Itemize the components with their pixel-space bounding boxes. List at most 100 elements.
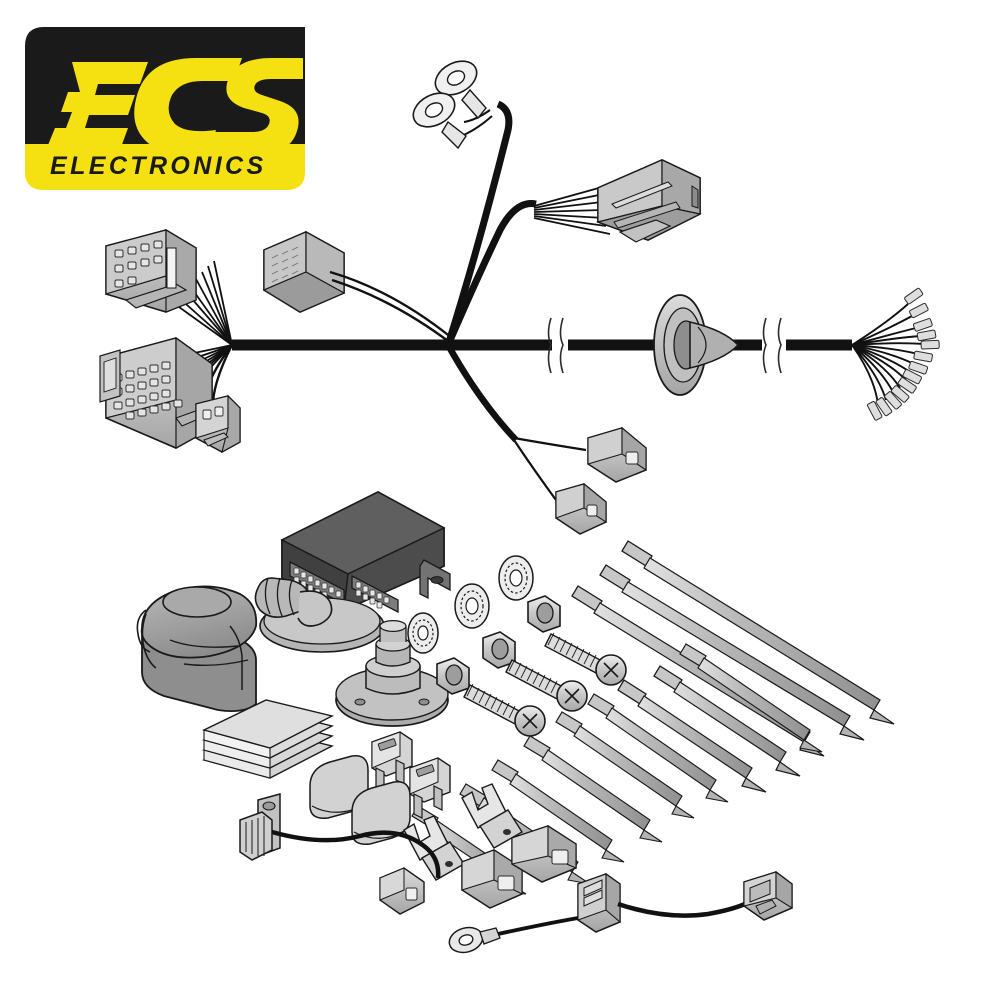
earth-lead-cable — [497, 916, 579, 936]
bolt-3-philips-slot — [522, 713, 538, 729]
connector-small-left-pins — [202, 406, 224, 420]
parts-group — [136, 490, 895, 954]
lock-nut-3-bore — [445, 664, 463, 686]
plug-lower-b — [555, 482, 607, 535]
ecu-connector-b — [351, 574, 399, 614]
lock-nut-1 — [527, 595, 561, 633]
connector-upper-left-pins — [114, 240, 163, 288]
cable-tie-short-2-strap — [573, 725, 683, 807]
part-socket-housing — [136, 585, 258, 713]
socket-housing-hinge-outer — [136, 609, 151, 653]
part-serrated-washers — [407, 555, 534, 654]
blade-fuse-2-window — [415, 764, 435, 777]
connector-lower-left-pins — [113, 361, 183, 420]
bolt-2-philips-slot — [564, 688, 580, 704]
fuse-holder-lead-cable — [271, 829, 441, 879]
serrated-washer-1-teeth — [504, 562, 528, 594]
connector-housing-b — [511, 824, 577, 883]
lower-branch-wire-b — [513, 439, 557, 501]
blade-fuse-2-blade-b — [433, 785, 443, 811]
serrated-washer-1-hole — [509, 569, 523, 587]
socket-housing-seam-right — [229, 625, 243, 690]
grommet-cone-rib — [697, 326, 707, 364]
part-bolts — [463, 632, 627, 737]
manual-cover — [202, 699, 334, 749]
bolt-2-thread-lines — [508, 658, 558, 694]
earth-lead-ring-hole — [458, 934, 474, 946]
connector-housing-b-cavity — [551, 849, 569, 865]
socket-base-hole-left — [354, 698, 366, 706]
lead-plug-small-top — [379, 867, 405, 901]
cable-tie-long-2 — [599, 564, 865, 741]
connector-small-left-latch — [203, 432, 229, 447]
cable-tie-short-6-tip — [799, 739, 823, 753]
connector-lower-left — [99, 336, 213, 450]
ecu-bracket-hole — [430, 576, 444, 584]
branch-lower — [445, 343, 647, 535]
earth-lead-barrel — [479, 927, 501, 945]
plug-lower-a-cavity — [625, 451, 639, 465]
serrated-washer-2-hole — [465, 597, 479, 615]
lock-nut-1-bore — [536, 602, 554, 624]
socket-base-hole-right — [418, 698, 430, 706]
branch-ring — [412, 60, 513, 347]
serrated-washer-2-teeth — [460, 590, 484, 622]
cable-tie-short-1 — [587, 693, 729, 803]
bolt-1-thread-lines — [547, 632, 597, 668]
socket-housing-seam-low — [183, 659, 249, 667]
rubber-boot-ribs — [264, 577, 295, 617]
lead-plug-small-cavity — [405, 887, 418, 901]
ring-wire-a — [463, 109, 491, 123]
adapter-plug-left — [577, 872, 621, 933]
cable-tie-short-2 — [555, 711, 695, 819]
logo-letter-e — [46, 62, 148, 150]
ring-terminal-a-hole — [446, 70, 466, 86]
cable-tie-long-5-tip — [741, 777, 767, 793]
part-lock-nuts — [436, 595, 561, 695]
serrated-washer-1 — [498, 555, 534, 601]
adapter-lead-cable — [617, 896, 758, 918]
plug-lower-b-cavity — [586, 504, 598, 517]
cable-tie-short-1-tip — [705, 789, 729, 803]
fuse-holder-fins — [245, 816, 265, 856]
cable-tie-long-2-tip — [839, 725, 865, 741]
bolt-1-philips-slot — [603, 662, 619, 678]
lead-plug-small — [379, 867, 425, 915]
socket-housing-lid — [162, 586, 232, 618]
cable-tie-long-1-tip — [869, 709, 895, 725]
spade-terminal-1-crimp — [503, 829, 511, 835]
rubber-cap-2-edge — [353, 827, 411, 839]
trunk-break-mark-1 — [547, 317, 564, 374]
spade-terminal-2-crimp — [445, 861, 453, 867]
part-spade-terminals — [403, 783, 523, 881]
ring-terminal-a — [434, 60, 487, 120]
part-adapter-lead — [577, 870, 793, 933]
ring-terminal-b-barrel — [441, 120, 467, 150]
bolt-1 — [544, 632, 627, 686]
logo-letter-c — [134, 58, 242, 156]
cable-tie-short-4-tip — [601, 849, 625, 863]
logo-yellow-band — [25, 144, 305, 190]
rubber-boot-neck — [297, 590, 333, 627]
plug-lower-b-end — [583, 482, 607, 524]
lower-branch-wire-a — [513, 436, 587, 452]
part-manual-stack — [202, 699, 334, 779]
spade-terminal-2 — [403, 815, 465, 881]
branch-right-fan — [851, 287, 940, 421]
serrated-washer-3-teeth — [412, 619, 434, 647]
part-earth-lead — [448, 916, 579, 954]
blade-fuse-1-blade-b — [395, 759, 405, 785]
plug-upper-right-keyway — [691, 185, 699, 209]
relay-block-lead-b — [331, 278, 453, 345]
connector-upper-left-latch — [124, 283, 188, 309]
relay-block-texture — [271, 246, 299, 283]
blade-fuse-2-blade-a — [413, 793, 423, 819]
plug-lower-a-end — [621, 426, 647, 472]
harness-main-trunk — [232, 317, 852, 374]
blade-fuse-1-window — [377, 738, 397, 751]
bolt-3-thread-lines — [466, 683, 516, 719]
grommet-cone — [689, 320, 740, 370]
cable-tie-short-4 — [491, 759, 625, 863]
part-ecu-module — [280, 490, 451, 614]
